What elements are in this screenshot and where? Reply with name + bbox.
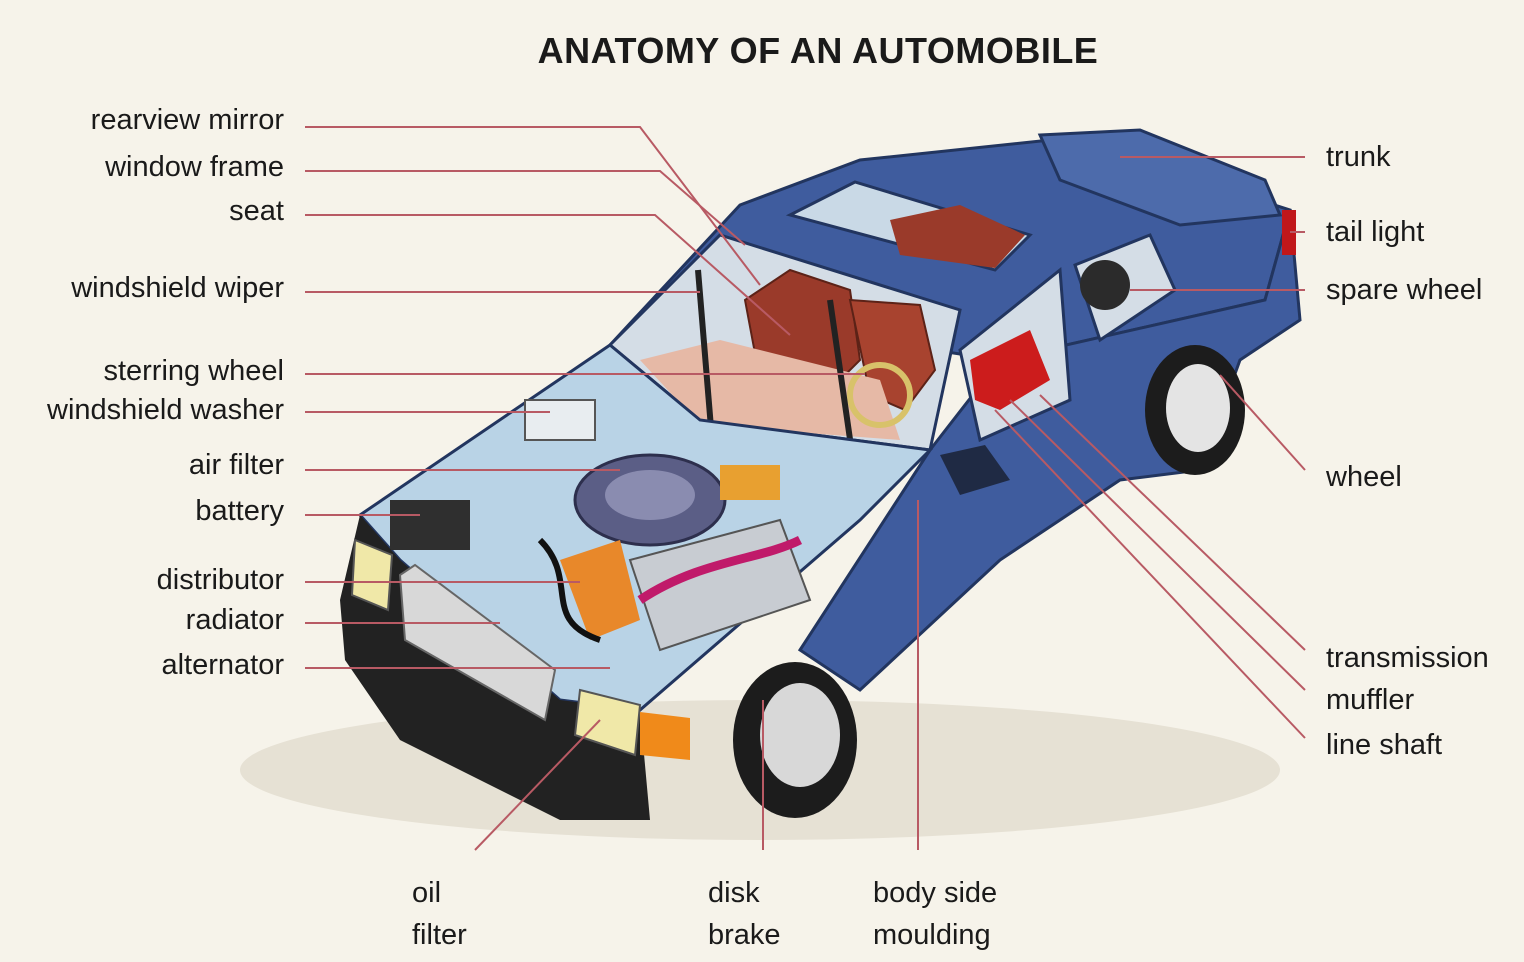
label-spare-wheel: spare wheel bbox=[1326, 276, 1482, 305]
label-air-filter: air filter bbox=[189, 451, 284, 480]
label-tail-light: tail light bbox=[1326, 218, 1424, 247]
battery-shape bbox=[390, 500, 470, 550]
label-seat: seat bbox=[229, 197, 284, 226]
rear-hub bbox=[1166, 364, 1230, 452]
label-body-side-moulding-line1: body side bbox=[873, 872, 997, 914]
label-muffler: muffler bbox=[1326, 686, 1414, 715]
spare-wheel-shape bbox=[1080, 260, 1130, 310]
label-line-shaft: line shaft bbox=[1326, 731, 1442, 760]
label-rearview-mirror: rearview mirror bbox=[91, 106, 284, 135]
label-alternator: alternator bbox=[161, 651, 284, 680]
label-disk-brake-line1: disk bbox=[708, 872, 781, 914]
turn-signal bbox=[640, 712, 690, 760]
label-distributor: distributor bbox=[157, 566, 284, 595]
label-body-side-moulding: body side moulding bbox=[873, 872, 997, 956]
label-body-side-moulding-line2: moulding bbox=[873, 914, 997, 956]
label-radiator: radiator bbox=[186, 606, 284, 635]
label-oil-filter-line1: oil bbox=[412, 872, 467, 914]
leader-window-frame bbox=[305, 171, 745, 245]
label-disk-brake-line2: brake bbox=[708, 914, 781, 956]
label-transmission: transmission bbox=[1326, 644, 1489, 673]
washer-reservoir bbox=[525, 400, 595, 440]
label-battery: battery bbox=[195, 497, 284, 526]
label-trunk: trunk bbox=[1326, 143, 1390, 172]
label-windshield-washer: windshield washer bbox=[47, 396, 284, 425]
label-wheel: wheel bbox=[1326, 463, 1402, 492]
air-filter-cap bbox=[605, 470, 695, 520]
front-hub bbox=[760, 683, 840, 787]
label-disk-brake: disk brake bbox=[708, 872, 781, 956]
label-oil-filter-line2: filter bbox=[412, 914, 467, 956]
label-windshield-wiper: windshield wiper bbox=[71, 274, 284, 303]
label-window-frame: window frame bbox=[105, 153, 284, 182]
label-oil-filter: oil filter bbox=[412, 872, 467, 956]
fuse-box bbox=[720, 465, 780, 500]
label-sterring-wheel: sterring wheel bbox=[103, 357, 284, 386]
